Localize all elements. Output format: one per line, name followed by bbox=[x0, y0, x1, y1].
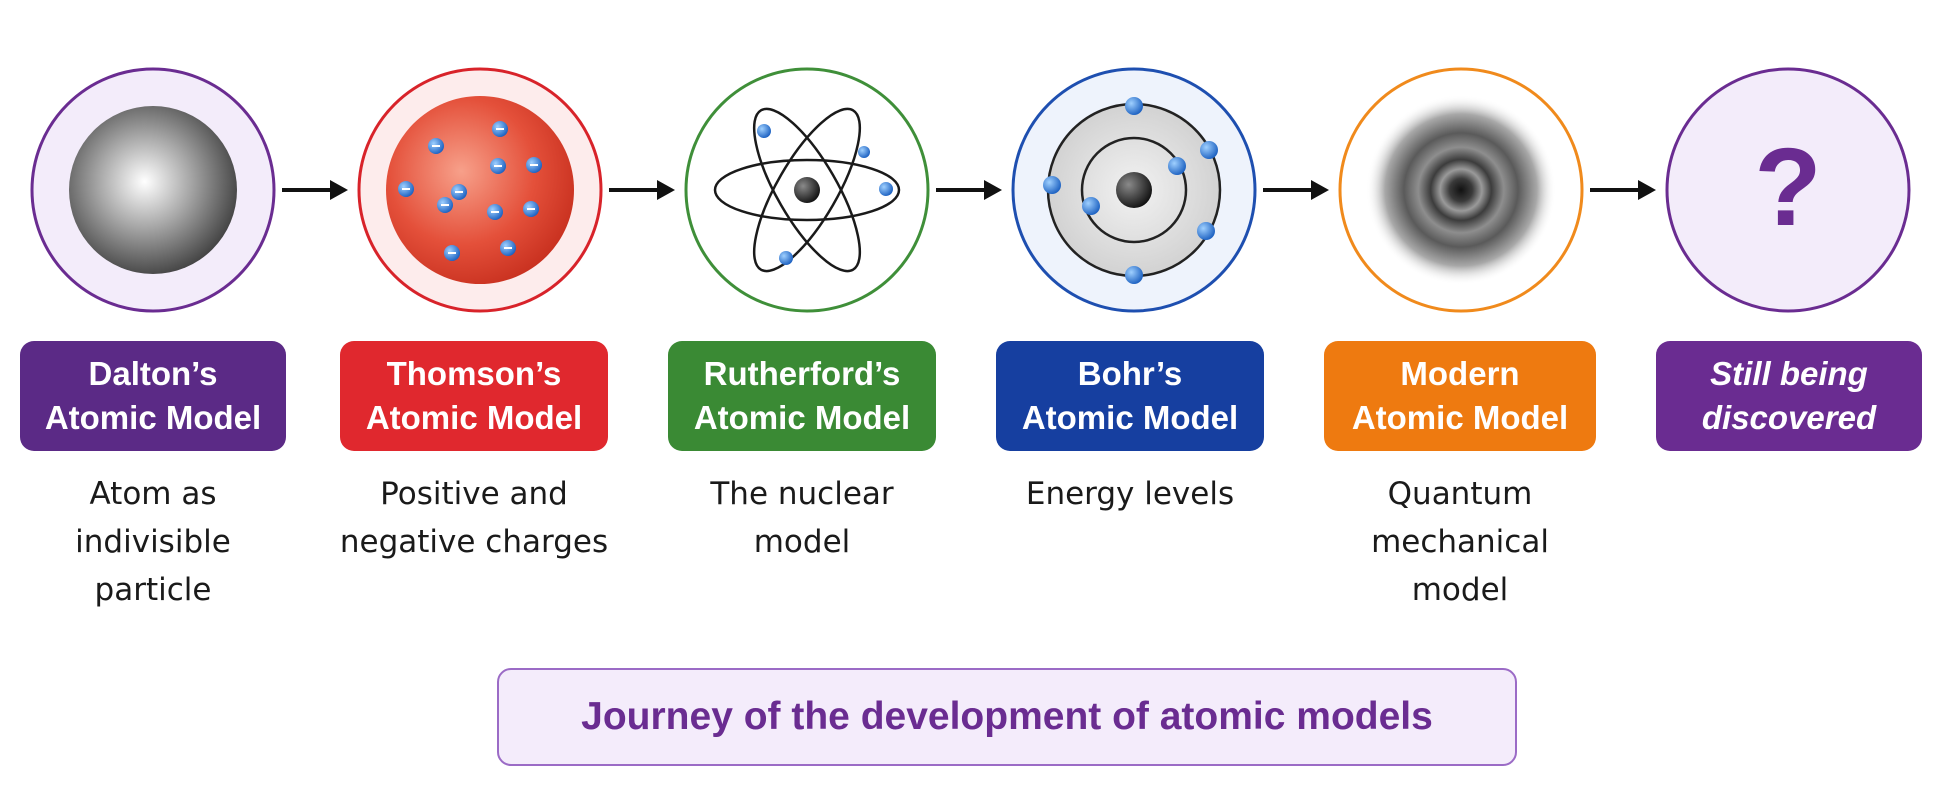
rutherford-description: The nuclear model bbox=[710, 476, 894, 560]
dalton-model-illustration bbox=[28, 65, 278, 315]
arrow-right-icon bbox=[282, 180, 348, 200]
modern-title-label: Modern Atomic Model bbox=[1324, 341, 1596, 451]
title-line: Bohr’s bbox=[1077, 355, 1183, 392]
arrow-right-icon bbox=[936, 180, 1002, 200]
nucleus-icon bbox=[794, 177, 820, 203]
arrow-right-icon bbox=[609, 180, 675, 200]
question-mark-icon: ? bbox=[1754, 126, 1821, 249]
dalton-title-label: Dalton’s Atomic Model bbox=[20, 341, 286, 451]
title-line: Modern bbox=[1400, 355, 1520, 392]
journey-caption-box: Journey of the development of atomic mod… bbox=[497, 668, 1517, 766]
journey-caption: Journey of the development of atomic mod… bbox=[581, 695, 1433, 738]
title-line: Atomic Model bbox=[1021, 399, 1239, 436]
dalton-description: Atom as indivisible particle bbox=[75, 476, 231, 608]
title-line: Rutherford’s bbox=[703, 355, 901, 392]
title-line: Still being bbox=[1710, 355, 1868, 392]
thomson-title-label: Thomson’s Atomic Model bbox=[340, 341, 608, 451]
modern-description: Quantum mechanical model bbox=[1371, 476, 1549, 608]
title-line: discovered bbox=[1701, 399, 1877, 436]
future-model-illustration: ? bbox=[1663, 65, 1913, 315]
future-title-label: Still being discovered bbox=[1656, 341, 1922, 451]
plum-pudding-icon bbox=[386, 96, 574, 284]
thomson-description: Positive and negative charges bbox=[339, 476, 609, 560]
title-line: Thomson’s bbox=[386, 355, 562, 392]
title-line: Atomic Model bbox=[44, 399, 262, 436]
nucleus-icon bbox=[1116, 172, 1152, 208]
electron-cloud-icon bbox=[1366, 95, 1556, 285]
arrow-right-icon bbox=[1590, 180, 1656, 200]
bohr-title-label: Bohr’s Atomic Model bbox=[996, 341, 1264, 451]
modern-model-illustration bbox=[1336, 65, 1586, 315]
bohr-description: Energy levels bbox=[1025, 476, 1235, 512]
title-line: Atomic Model bbox=[693, 399, 911, 436]
title-line: Atomic Model bbox=[365, 399, 583, 436]
rutherford-title-label: Rutherford’s Atomic Model bbox=[668, 341, 936, 451]
electron-orbits-icon bbox=[713, 107, 901, 273]
rutherford-model-illustration bbox=[682, 65, 932, 315]
solid-sphere-icon bbox=[69, 106, 237, 274]
title-line: Atomic Model bbox=[1351, 399, 1569, 436]
bohr-model-illustration bbox=[1009, 65, 1259, 315]
title-line: Dalton’s bbox=[88, 355, 218, 392]
arrow-right-icon bbox=[1263, 180, 1329, 200]
thomson-model-illustration bbox=[355, 65, 605, 315]
